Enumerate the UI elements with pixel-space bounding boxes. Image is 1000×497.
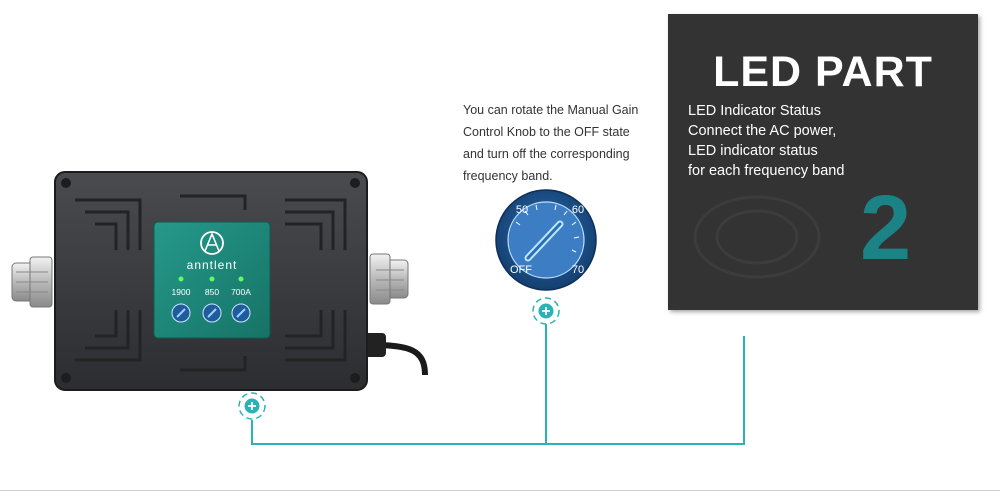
description-line: Control Knob to the OFF state [463,125,630,139]
description-line: and turn off the corresponding [463,147,630,161]
led-part-panel: LED PART LED Indicator Status Connect th… [668,14,978,310]
knob-label-60: 60 [572,204,584,216]
gain-knob-850[interactable] [202,303,222,323]
callout-connector-lines [251,324,745,445]
knob-description: You can rotate the Manual Gain Control K… [463,99,663,187]
bottom-divider [0,490,1000,491]
knob-label-off: OFF [510,264,532,276]
band-label-1900: 1900 [172,287,191,297]
signal-booster-device: anntlent 1900 850 700A [54,171,368,391]
panel-line: LED indicator status [688,143,818,159]
panel-line: LED Indicator Status [688,103,821,119]
panel-title: LED PART [713,48,933,96]
description-line: You can rotate the Manual Gain [463,103,639,117]
gain-knob-700a[interactable] [231,303,251,323]
brand-name: anntlent [187,258,238,272]
panel-line: for each frequency band [688,163,845,179]
panel-step-number: 2 [860,177,912,279]
panel-body: LED Indicator Status Connect the AC powe… [688,101,958,181]
description-line: frequency band. [463,169,553,183]
watermark-logo-icon [693,195,821,279]
brand-logo-icon [200,231,224,255]
right-antenna-connector [369,253,409,305]
led-indicator-1900 [178,276,184,282]
band-label-700a: 700A [231,287,251,297]
gain-knob-1900[interactable] [171,303,191,323]
led-indicator-700a [238,276,244,282]
plus-target-icon[interactable] [238,392,266,420]
power-cable [360,333,428,376]
led-indicator-850 [209,276,215,282]
gain-knob-closeup: 50 60 OFF 70 [495,189,597,291]
panel-line: Connect the AC power, [688,123,837,139]
knob-label-50: 50 [516,204,528,216]
band-label-850: 850 [205,287,219,297]
left-antenna-connector [11,256,53,308]
knob-label-70: 70 [572,264,584,276]
plus-target-icon[interactable] [532,297,560,325]
